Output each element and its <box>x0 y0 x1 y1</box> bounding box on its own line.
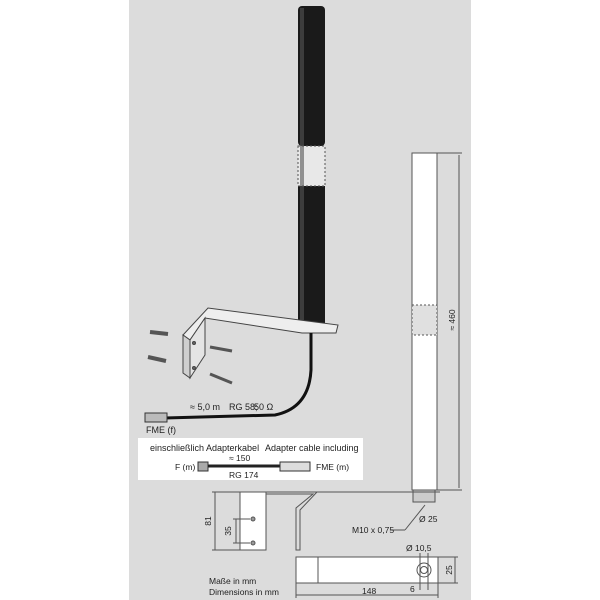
adapter-left-connector: F (m) <box>175 462 195 472</box>
fme-connector-icon <box>144 412 168 423</box>
screws <box>147 330 233 385</box>
height-dimension-line <box>437 152 462 491</box>
top-dimension-lines <box>295 553 458 598</box>
adapter-title-en: Adapter cable including <box>265 443 359 453</box>
adapter-type: RG 174 <box>229 470 259 480</box>
bracket-height-label: 81 <box>203 516 213 526</box>
wall-bracket <box>182 307 339 380</box>
side-dimension-lines <box>212 491 426 551</box>
adapter-right-connector: FME (m) <box>316 462 349 472</box>
units-en: Dimensions in mm <box>209 587 279 597</box>
antenna-rod <box>297 6 326 328</box>
offset-label: 6 <box>410 584 415 594</box>
adapter-title-de: einschließlich Adapterkabel <box>150 443 259 453</box>
f-connector-icon <box>197 461 209 472</box>
height-label: ≈ 460 <box>447 309 457 330</box>
cable-length: ≈ 5,0 m <box>190 402 220 412</box>
cable-impedance: 50 Ω <box>254 402 274 412</box>
fme-m-connector-icon <box>279 461 311 472</box>
bracket-side-view <box>239 491 440 551</box>
hole-spacing-label: 35 <box>223 526 233 536</box>
bracket-length-label: 148 <box>362 586 376 596</box>
cable-type: RG 58; <box>229 402 258 412</box>
antenna-elevation <box>411 152 438 503</box>
bracket-width-label: 25 <box>444 565 454 575</box>
adapter-length: ≈ 150 <box>229 453 250 463</box>
cable-connector: FME (f) <box>146 425 176 435</box>
diameter-label: Ø 25 <box>419 514 438 524</box>
antenna-cable <box>164 333 313 420</box>
thread-label: M10 x 0,75 <box>352 525 394 535</box>
units-de: Maße in mm <box>209 576 256 586</box>
adapter-cable-box <box>138 438 363 480</box>
bracket-top-view <box>295 556 439 584</box>
hole-label: Ø 10,5 <box>406 543 432 553</box>
